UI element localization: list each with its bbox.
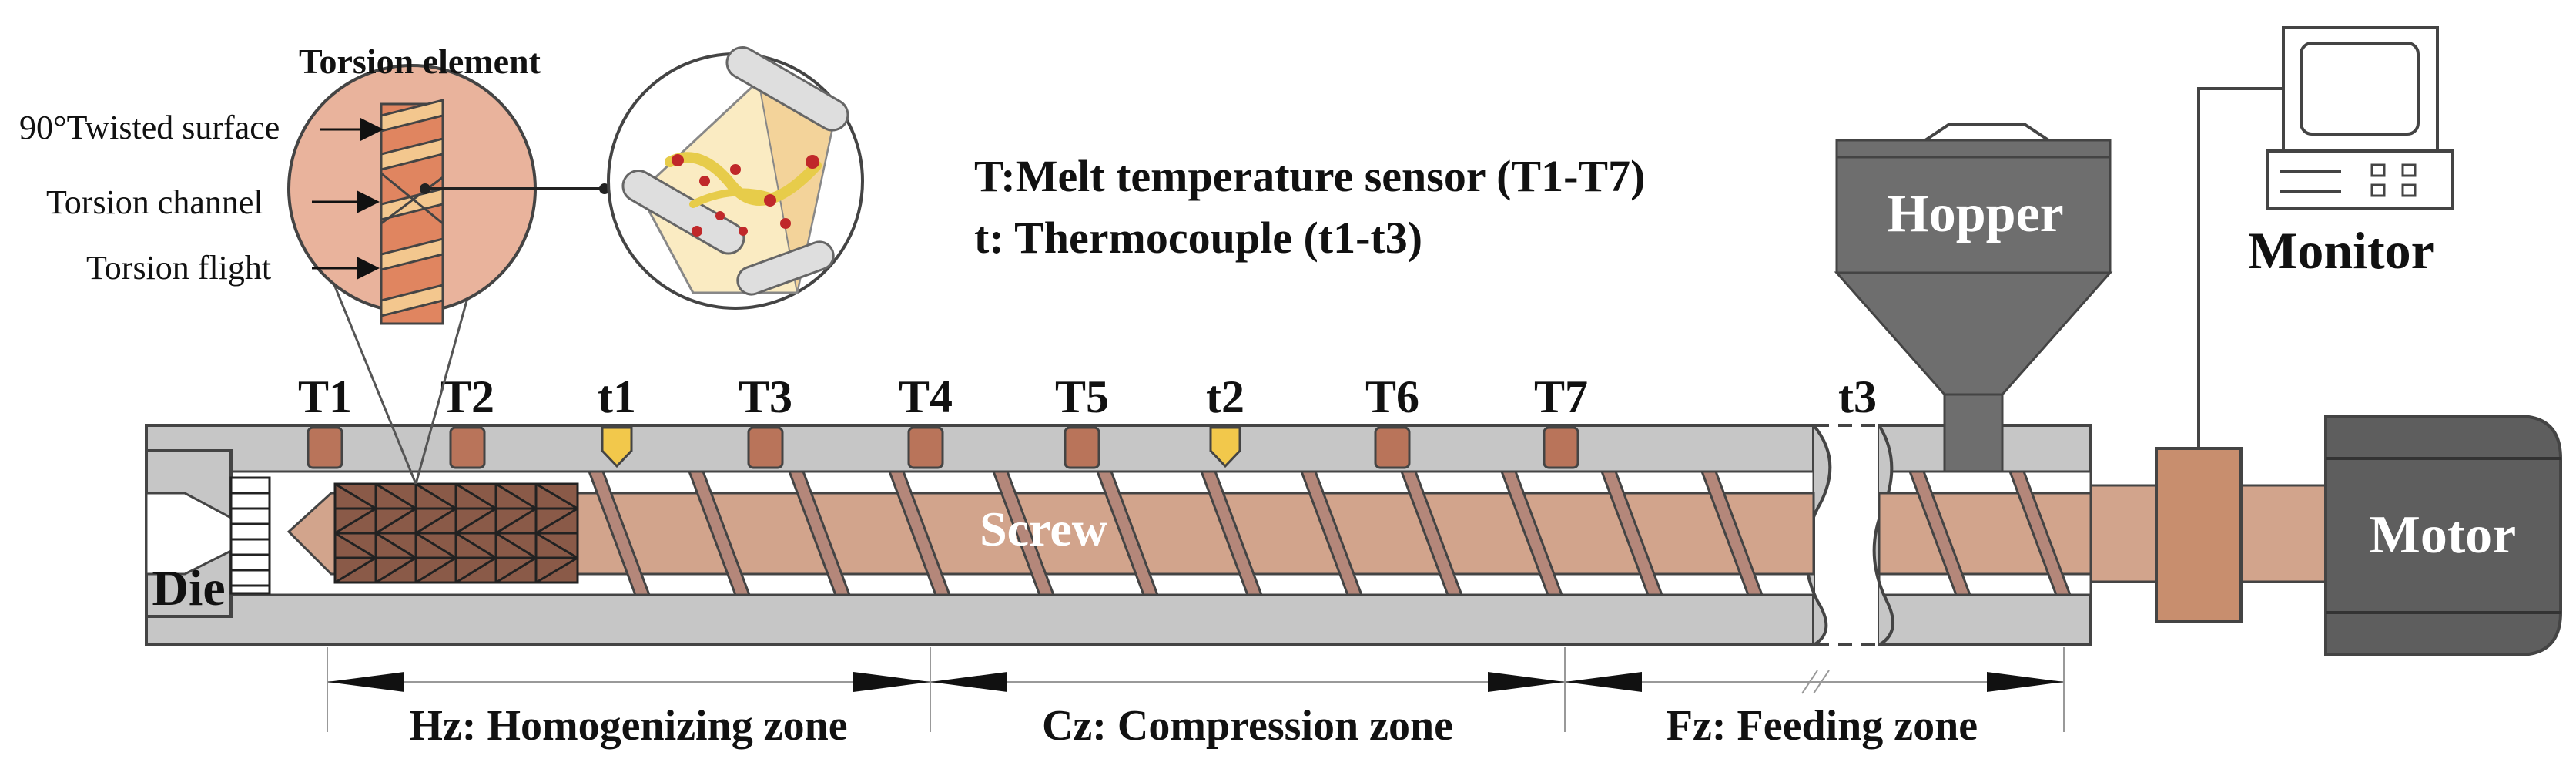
sensor-T3	[747, 426, 784, 469]
screw-label: Screw	[980, 502, 1107, 556]
label-T6: T6	[1365, 371, 1419, 422]
label-T3: T3	[739, 371, 792, 422]
label-t2: t2	[1206, 371, 1244, 422]
sensors	[307, 426, 1579, 469]
hopper: Hopper	[1834, 123, 2113, 473]
label-t1: t1	[598, 371, 636, 422]
thermocouple-t1	[601, 426, 633, 468]
sensor-labels: T1 T2 t1 T3 T4 T5 t2 T6 T7 t3	[298, 371, 1877, 422]
label-T2: T2	[440, 371, 494, 422]
zone-arrow-cz	[930, 672, 1565, 692]
screw-flights	[587, 470, 2072, 596]
die-label: Die	[152, 560, 225, 616]
hopper-label: Hopper	[1887, 184, 2063, 243]
label-t3: t3	[1838, 371, 1877, 422]
monitor-cable	[2197, 87, 2283, 448]
legend: T:Melt temperature sensor (T1-T7) t: The…	[974, 151, 1645, 263]
sensor-T1	[307, 426, 343, 469]
callout-torsion-channel: Torsion channel	[46, 183, 263, 221]
label-T7: T7	[1534, 371, 1588, 422]
zone-arrow-hz	[327, 672, 930, 692]
zone-label-cz: Cz: Compression zone	[1042, 702, 1453, 750]
motor-label: Motor	[2370, 505, 2516, 565]
label-T5: T5	[1055, 371, 1109, 422]
zone-arrow-fz	[1565, 670, 2064, 694]
zone-label-fz: Fz: Feeding zone	[1667, 702, 1978, 750]
thermocouple-t2	[1209, 426, 1241, 468]
legend-line-1: T:Melt temperature sensor (T1-T7)	[974, 151, 1645, 201]
torsion-element-section	[333, 482, 579, 584]
label-T4: T4	[899, 371, 953, 422]
legend-line-2: t: Thermocouple (t1-t3)	[974, 213, 1422, 263]
label-T1: T1	[298, 371, 352, 422]
monitor: Monitor	[2248, 26, 2454, 280]
callout-twisted-surface: 90°Twisted surface	[19, 109, 280, 146]
sensor-T6	[1374, 426, 1411, 469]
torsion-callouts: 90°Twisted surface Torsion channel Torsi…	[19, 109, 280, 287]
torsion-element-title: Torsion element	[299, 42, 541, 81]
callout-torsion-flight: Torsion flight	[86, 249, 271, 287]
zones: Hz: Homogenizing zone Cz: Compression zo…	[327, 647, 2065, 750]
zone-label-hz: Hz: Homogenizing zone	[409, 702, 847, 750]
monitor-label: Monitor	[2248, 221, 2434, 280]
die	[145, 449, 271, 618]
motor: Motor	[2324, 415, 2562, 656]
torsion-zoom-inset	[287, 64, 610, 485]
coupling	[2155, 447, 2243, 623]
torsion-3d-detail	[607, 46, 864, 310]
sensor-T2	[449, 426, 486, 469]
sensor-T5	[1064, 426, 1100, 469]
sensor-T4	[907, 426, 944, 469]
sensor-T7	[1543, 426, 1579, 469]
